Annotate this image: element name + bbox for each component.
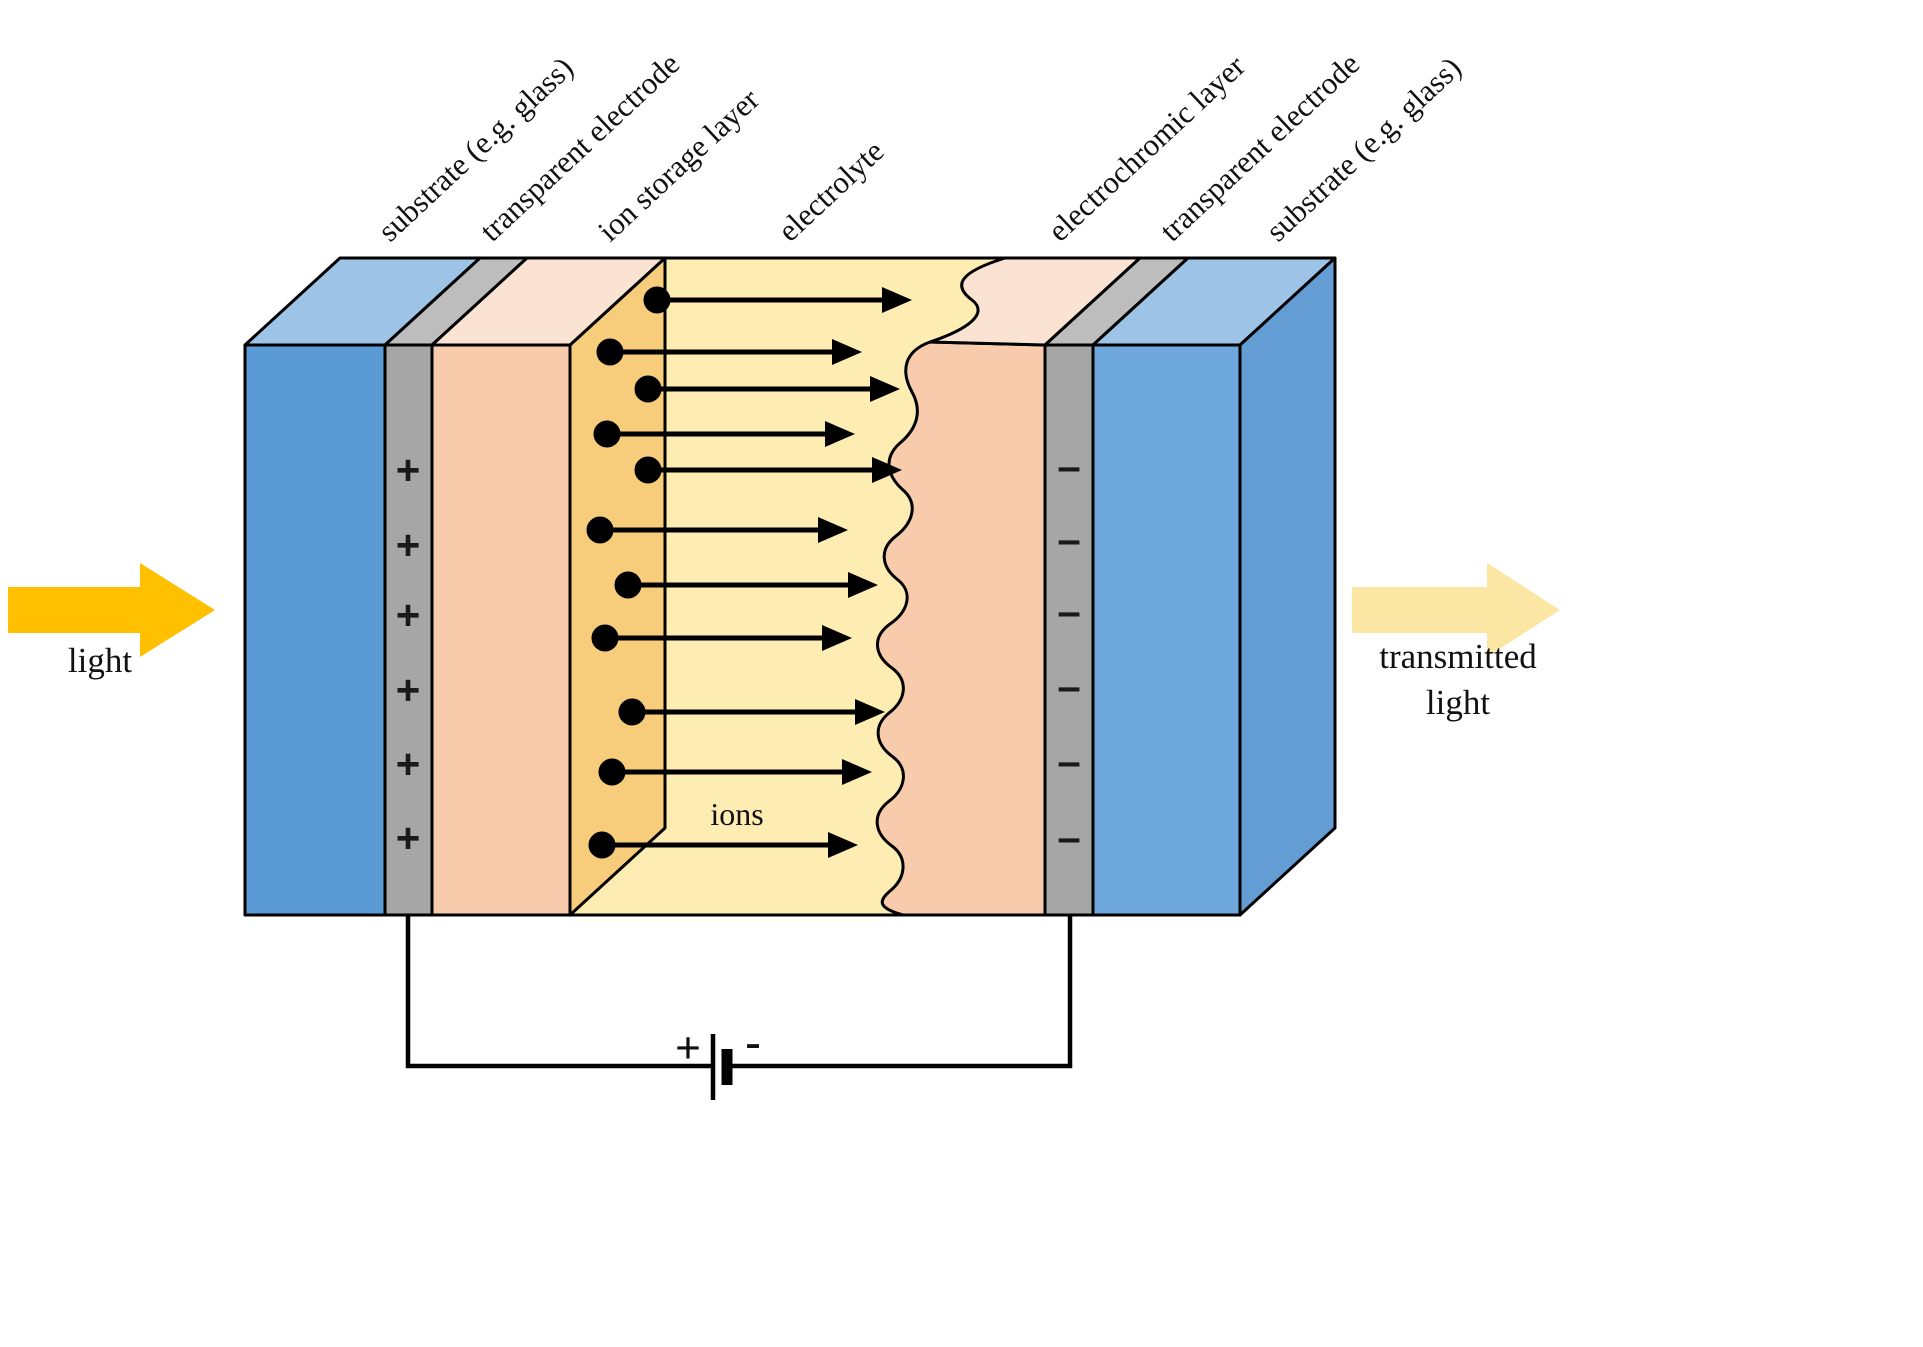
layer-label-electrolyte: electrolyte — [771, 133, 891, 248]
minus-sign: – — [1057, 588, 1080, 635]
substrate-left-front — [243, 343, 387, 917]
plus-sign: + — [396, 592, 421, 639]
plus-sign: + — [396, 522, 421, 569]
ion-arrows — [586, 286, 912, 859]
external-circuit: + - — [405, 916, 1073, 1100]
minus-sign: – — [1057, 814, 1080, 861]
minus-sign: – — [1057, 516, 1080, 563]
plus-sign: + — [396, 667, 421, 714]
transmitted-label-line2: light — [1426, 683, 1490, 722]
plus-sign: + — [396, 815, 421, 862]
layer-label-electrode-right: transparent electrode — [1153, 46, 1366, 248]
layer-label-substrate-right: substrate (e.g. glass) — [1259, 50, 1468, 248]
layer-labels: substrate (e.g. glass) transparent elect… — [371, 46, 1468, 248]
light-arrow — [8, 563, 215, 657]
battery-plus-label: + — [675, 1022, 701, 1073]
substrate-right-front — [1091, 343, 1242, 917]
ion-storage-front — [430, 343, 572, 917]
substrate-right-side — [1238, 256, 1337, 917]
left-electrode-charges: + + + + + + — [396, 447, 421, 862]
transmitted-light-arrow — [1352, 563, 1560, 657]
wire-right — [729, 916, 1073, 1069]
transmitted-label-line1: transmitted — [1379, 637, 1537, 676]
battery-minus-label: - — [745, 1016, 760, 1067]
electrochromic-top-face — [928, 256, 1142, 347]
plus-sign: + — [396, 741, 421, 788]
plus-sign: + — [396, 447, 421, 494]
light-label: light — [68, 641, 132, 680]
minus-sign: – — [1057, 738, 1080, 785]
layer-label-electrochromic: electrochromic layer — [1041, 48, 1252, 248]
layer-label-substrate-left: substrate (e.g. glass) — [371, 50, 580, 248]
ions-label: ions — [710, 796, 763, 832]
layer-label-electrode-left: transparent electrode — [473, 46, 686, 248]
right-electrode-charges: – – – – – – — [1057, 443, 1080, 861]
wire-left — [405, 916, 711, 1069]
minus-sign: – — [1057, 443, 1080, 490]
electrochromic-front-face — [875, 340, 1047, 917]
minus-sign: – — [1057, 663, 1080, 710]
